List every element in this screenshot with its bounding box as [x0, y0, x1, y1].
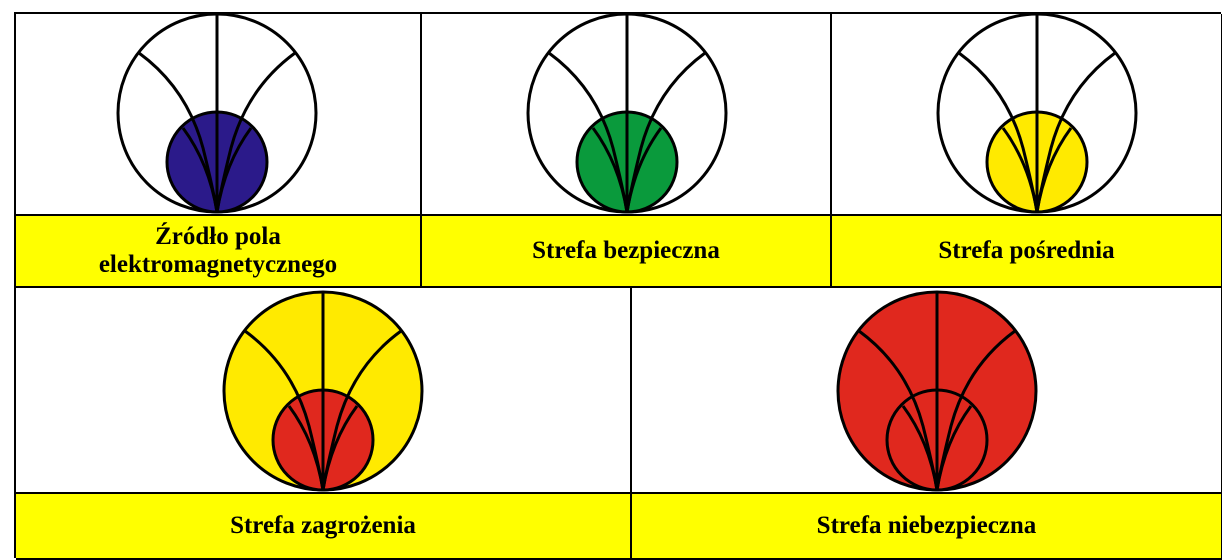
threat-symbol-cell: [16, 288, 632, 494]
em-safe-zone-icon: [526, 12, 728, 214]
field-line: [901, 405, 939, 491]
field-line: [935, 405, 973, 491]
field-line: [321, 405, 359, 491]
intermediate-zone-label: Strefa pośrednia: [832, 216, 1222, 288]
field-line: [215, 127, 253, 213]
danger-symbol-cell: [632, 288, 1222, 494]
field-line: [591, 127, 629, 213]
em-intermediate-zone-icon: [936, 12, 1138, 214]
field-line: [1035, 127, 1073, 213]
field-line: [1001, 127, 1039, 213]
em-field-source-icon: [116, 12, 318, 214]
danger-zone-label: Strefa niebezpieczna: [632, 494, 1222, 560]
field-line: [287, 405, 325, 491]
safe-zone-label: Strefa bezpieczna: [422, 216, 832, 288]
intermediate-symbol-cell: [832, 12, 1222, 216]
field-line: [625, 127, 663, 213]
safe-symbol-cell: [422, 12, 832, 216]
field-line: [181, 127, 219, 213]
threat-zone-label: Strefa zagrożenia: [16, 494, 632, 560]
em-threat-zone-icon: [222, 290, 424, 492]
source-symbol-cell: [16, 12, 422, 216]
em-danger-zone-icon: [836, 290, 1038, 492]
